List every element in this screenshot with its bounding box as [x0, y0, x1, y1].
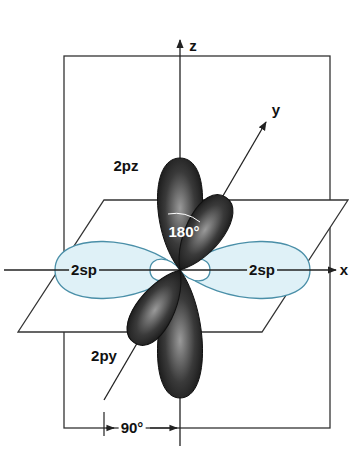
axes	[4, 40, 336, 446]
axis-label: z	[187, 38, 199, 55]
angle-marker	[104, 412, 177, 436]
p-orbital	[118, 158, 242, 398]
axis-label: x	[338, 262, 350, 279]
orbital-label: 2py	[89, 348, 119, 365]
orbital-label: 2sp	[69, 262, 99, 279]
orbital-label: 2pz	[111, 158, 140, 175]
angle-label: 90°	[119, 420, 146, 437]
axis-label: y	[270, 102, 282, 119]
angle-label: 180°	[166, 224, 201, 241]
angle-arc	[168, 213, 200, 222]
orbital-label: 2sp	[247, 262, 277, 279]
